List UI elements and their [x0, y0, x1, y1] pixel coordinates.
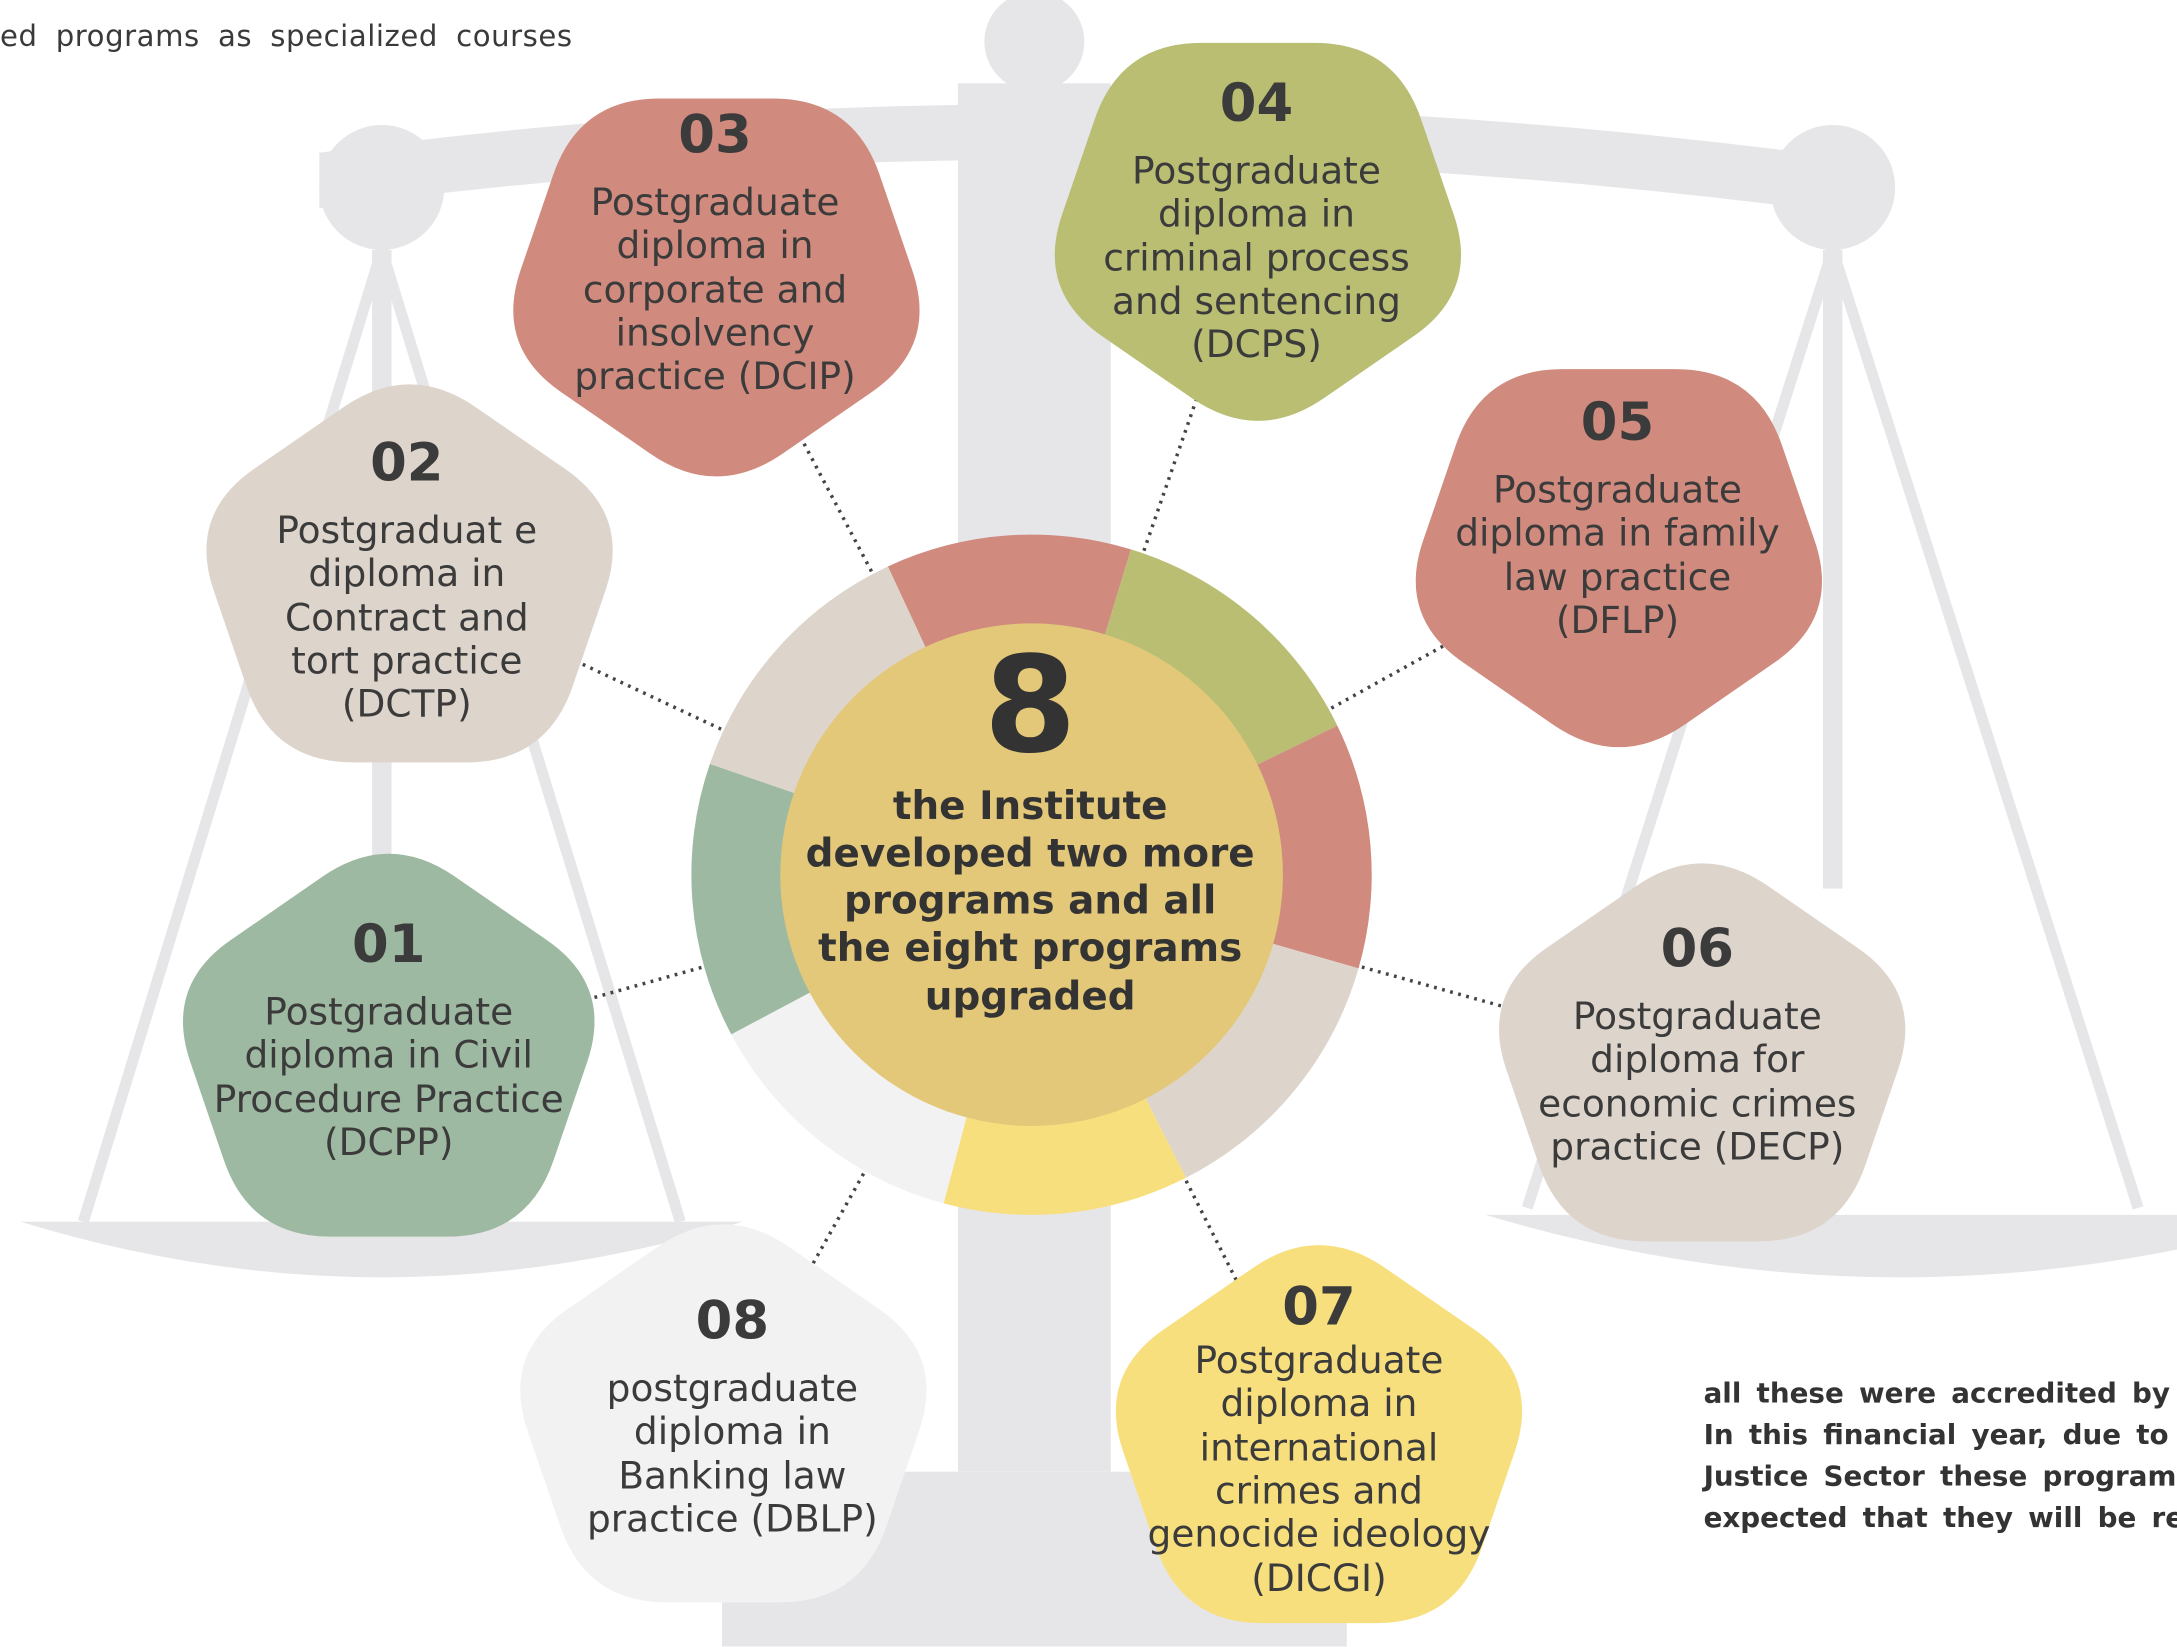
program-card-04: 04 Postgraduate diploma in criminal proc… [1083, 72, 1430, 367]
connector-line [782, 404, 874, 573]
note-line: Justice Sector these program [1703, 1459, 2177, 1493]
center-label: 8 the Institute developed two more progr… [805, 639, 1255, 1021]
program-shape-01 [182, 853, 595, 1237]
note-line: In this financial year, due to [1703, 1417, 2169, 1451]
program-number: 03 [678, 104, 752, 166]
program-card-05: 05 Postgraduate diploma in family law pr… [1451, 392, 1784, 644]
program-number: 04 [1219, 72, 1294, 134]
program-title: Postgraduate diploma in criminal process… [1103, 150, 1410, 367]
header-fragment: ed programs as specialized courses [0, 19, 573, 53]
ring-segment [943, 1097, 1186, 1215]
program-number: 02 [370, 431, 444, 493]
program-card-02: 02 Postgraduat e diploma in Contract and… [264, 432, 550, 727]
ring-segment [1256, 725, 1372, 969]
note-line: expected that they will be resu [1703, 1500, 2177, 1535]
program-title: Postgraduat e diploma in Contract and to… [276, 509, 538, 727]
ring-segment [887, 534, 1131, 649]
program-title: Postgraduate diploma in corporate and in… [574, 181, 856, 399]
program-number: 05 [1580, 391, 1655, 453]
program-title: Postgraduate diploma in Civil Procedure … [213, 991, 564, 1165]
program-shapes [182, 42, 1906, 1624]
program-shape-04 [1054, 42, 1462, 421]
program-shape-06 [1499, 863, 1906, 1242]
program-title: Postgraduate diploma in international cr… [1147, 1339, 1491, 1601]
program-shape-03 [513, 98, 920, 477]
program-shape-07 [1115, 1245, 1523, 1624]
ring-segment [731, 992, 967, 1204]
connector-line [1361, 965, 1564, 1025]
program-number: 06 [1660, 917, 1735, 979]
center-text: the Institute developed two more program… [805, 783, 1255, 1019]
ring-segment [1104, 549, 1338, 766]
program-card-06: 06 Postgraduate diploma for economic cri… [1534, 918, 1860, 1170]
program-ring [691, 534, 1372, 1215]
ring-segment [1145, 943, 1359, 1178]
program-card-07: 07 Postgraduate diploma in international… [1145, 1276, 1492, 1601]
center-number: 8 [983, 627, 1077, 784]
program-title: postgraduate diploma in Banking law prac… [586, 1367, 878, 1542]
program-shape-08 [520, 1224, 927, 1603]
program-title: Postgraduate diploma in family law pract… [1455, 469, 1780, 643]
program-number: 08 [695, 1289, 770, 1351]
program-shape-05 [1415, 369, 1823, 748]
program-card-03: 03 Postgraduate diploma in corporate and… [555, 104, 874, 399]
note-line: all these were accredited by HE [1703, 1375, 2177, 1410]
connector-line [1330, 617, 1494, 710]
program-number: 01 [352, 913, 426, 975]
program-card-01: 01 Postgraduate diploma in Civil Procedu… [194, 914, 583, 1166]
ring-segment [709, 566, 926, 794]
program-title: Postgraduate diploma for economic crimes… [1538, 995, 1857, 1170]
program-card-08: 08 postgraduate diploma in Banking law p… [562, 1290, 902, 1542]
program-number: 07 [1282, 1275, 1356, 1338]
center-circle [780, 623, 1283, 1126]
program-shape-02 [206, 384, 613, 763]
accreditation-note: all these were accredited by HE In this … [1704, 1372, 2177, 1539]
ring-segment [691, 763, 811, 1035]
